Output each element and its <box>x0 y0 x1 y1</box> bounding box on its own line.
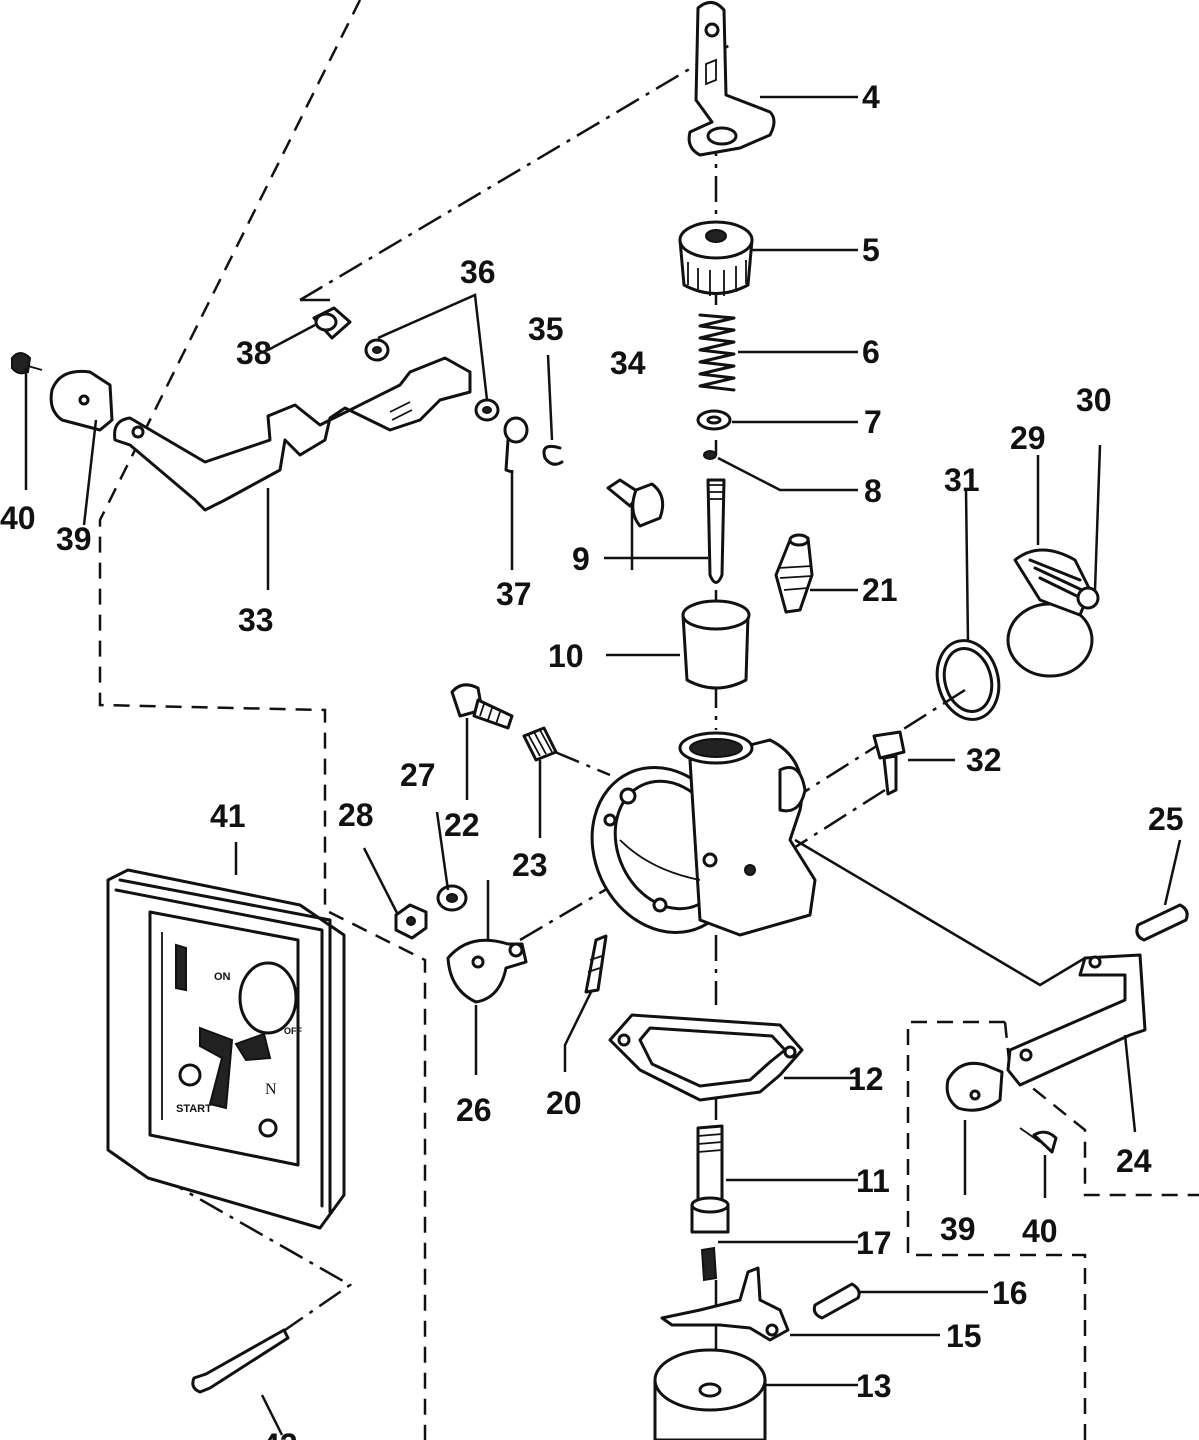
part-17-pilot-jet <box>700 1246 718 1282</box>
callout-labels: 4 5 6 7 8 9 10 11 12 13 15 16 17 20 21 2… <box>0 79 1184 1440</box>
callout-8: 8 <box>864 473 882 509</box>
callout-37: 37 <box>496 576 532 612</box>
part-5-cap <box>678 220 754 296</box>
part-9-jet-needle <box>706 478 726 584</box>
part-23-spring <box>522 726 558 762</box>
part-38-bushing <box>312 306 352 340</box>
part-26-choke-lever <box>446 938 528 1004</box>
part-37-link-pin <box>503 416 529 474</box>
callout-4: 4 <box>862 79 880 115</box>
callout-9: 9 <box>572 541 590 577</box>
part-22-screw <box>450 683 514 730</box>
callout-32: 32 <box>966 742 1002 778</box>
callout-39-right: 39 <box>940 1211 976 1247</box>
callout-38: 38 <box>236 335 272 371</box>
decal-off-label: OFF <box>284 1026 302 1036</box>
callout-21: 21 <box>862 572 898 608</box>
callout-28: 28 <box>338 797 374 833</box>
part-11-main-jet <box>690 1124 730 1234</box>
part-27-washer <box>436 884 468 912</box>
part-35-clip <box>542 444 564 466</box>
callout-15: 15 <box>946 1318 982 1354</box>
part-31-o-ring <box>935 639 1001 721</box>
part-42-screw <box>191 1328 290 1394</box>
part-28-nut <box>394 903 428 940</box>
carburetor-body <box>590 731 817 937</box>
part-12-gasket <box>608 1013 804 1102</box>
part-21-fitting <box>774 533 814 614</box>
callout-42: 42 <box>262 1427 298 1440</box>
callout-11: 11 <box>856 1163 890 1199</box>
callout-40-right: 40 <box>1022 1213 1058 1249</box>
callout-7: 7 <box>864 404 882 440</box>
callout-12: 12 <box>848 1061 884 1097</box>
leader-lines <box>24 95 1182 1436</box>
part-32-screw <box>872 730 906 796</box>
callout-34: 34 <box>610 345 646 381</box>
callout-35: 35 <box>528 311 564 347</box>
part-7-washer <box>696 409 732 431</box>
decal-start-label: START <box>176 1103 212 1115</box>
callout-30: 30 <box>1076 382 1112 418</box>
part-36-washer-b <box>474 398 500 422</box>
callout-41: 41 <box>210 798 246 834</box>
part-10-throttle-valve <box>681 599 751 690</box>
part-15-float-arm <box>660 1266 790 1342</box>
callout-22: 22 <box>444 807 480 843</box>
part-39-cam-right <box>945 1061 1004 1112</box>
callout-10: 10 <box>548 638 584 674</box>
part-4-throttle-lever <box>687 1 776 157</box>
part-25-pin <box>1135 903 1189 942</box>
part-20-float-needle <box>584 934 608 994</box>
callout-5: 5 <box>862 232 880 268</box>
part-41-control-decal: ON OFF START N <box>106 868 346 1230</box>
callout-29: 29 <box>1010 420 1046 456</box>
decal-n-label: N <box>265 1081 277 1098</box>
part-8-clip <box>703 450 717 460</box>
callout-25: 25 <box>1148 801 1184 837</box>
callout-20: 20 <box>546 1085 582 1121</box>
callout-26: 26 <box>456 1092 492 1128</box>
callout-24: 24 <box>1116 1143 1152 1179</box>
callout-6: 6 <box>862 334 880 370</box>
callout-27: 27 <box>400 757 436 793</box>
part-39-cam-left <box>49 369 114 432</box>
callout-31: 31 <box>944 462 980 498</box>
callout-40-left: 40 <box>0 500 36 536</box>
decal-on-label: ON <box>214 971 231 983</box>
callout-13: 13 <box>856 1368 892 1404</box>
callout-23: 23 <box>512 847 548 883</box>
part-33-throttle-link <box>113 356 472 512</box>
part-40-screw-right <box>1019 1127 1058 1154</box>
part-36-washer-a <box>364 338 390 362</box>
callout-39-left: 39 <box>56 521 92 557</box>
part-34-screw <box>606 478 665 528</box>
part-6-spring <box>698 313 736 392</box>
callout-33: 33 <box>238 602 274 638</box>
callout-17: 17 <box>856 1225 892 1261</box>
part-24-bracket <box>1006 953 1147 1087</box>
part-29-clamp <box>1006 548 1100 678</box>
part-16-float-pin <box>812 1282 861 1320</box>
callout-16: 16 <box>992 1275 1028 1311</box>
callout-36: 36 <box>460 254 496 290</box>
part-13-float-bowl <box>653 1348 767 1440</box>
